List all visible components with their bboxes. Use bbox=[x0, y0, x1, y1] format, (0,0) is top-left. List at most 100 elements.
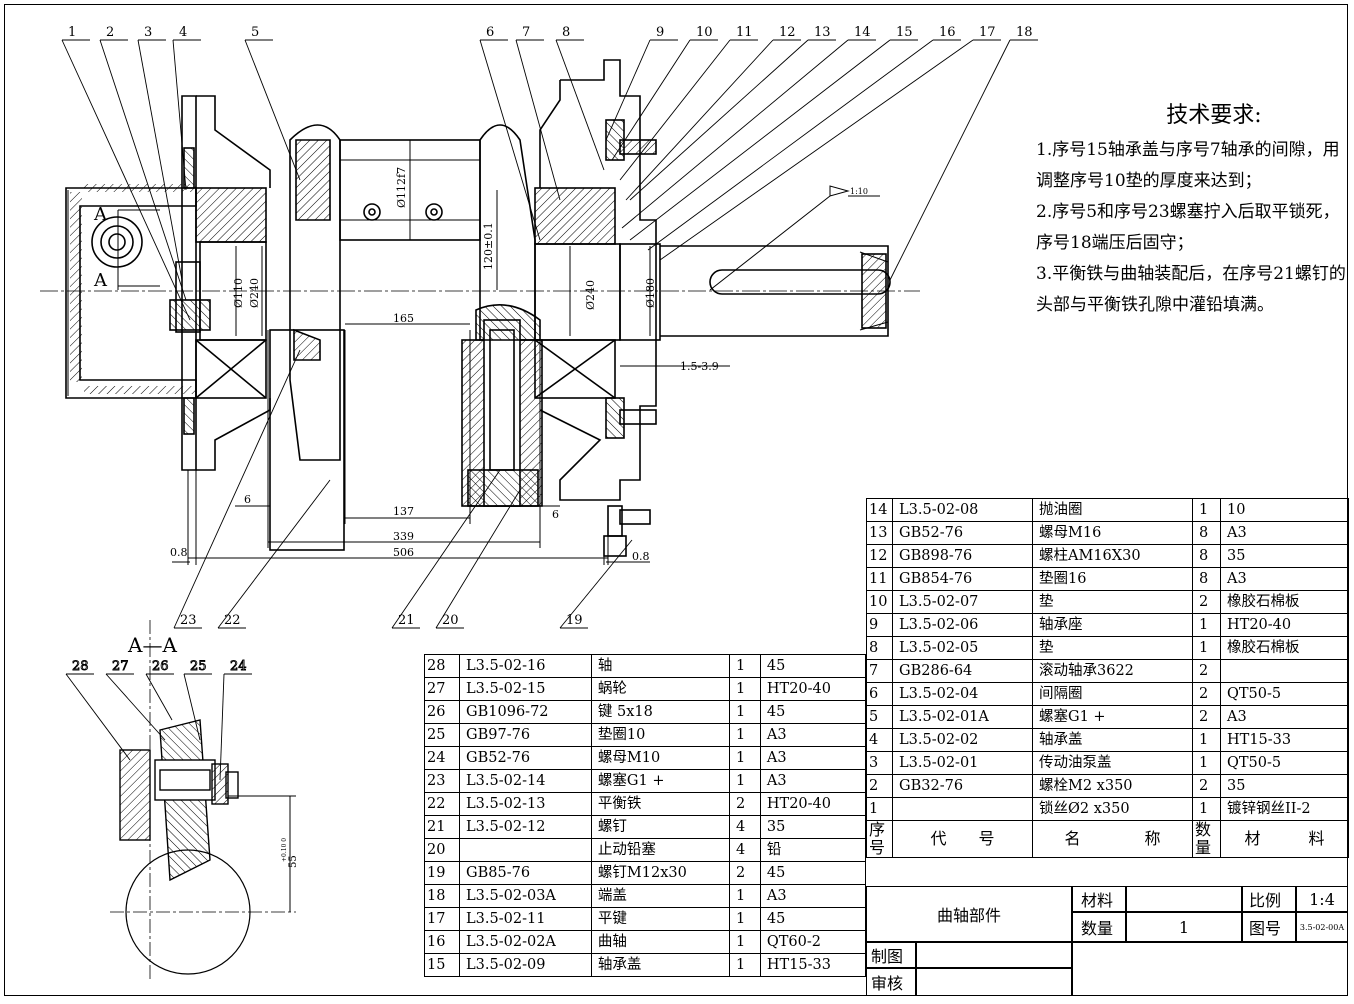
section-callout-leader-line bbox=[65, 673, 131, 761]
tech-item-1: 1.序号15轴承盖与序号7轴承的间隙，用调整序号10垫的厚度来达到； bbox=[1036, 140, 1340, 191]
bom-cell-no: 19 bbox=[423, 861, 461, 885]
section-callout-leader-line bbox=[183, 673, 201, 741]
dim-137: 137 bbox=[393, 505, 414, 518]
bom-header-qty: 数量 bbox=[1192, 820, 1221, 858]
bom-cell-mat: 镀锌钢丝II-2 bbox=[1220, 797, 1349, 821]
bom-cell-code: L3.5-02-02A bbox=[459, 930, 592, 954]
callout-leader-line bbox=[244, 39, 301, 181]
bom-cell-code: GB898-76 bbox=[892, 544, 1033, 568]
dim-120: 120±0.1 bbox=[482, 222, 495, 270]
callout-leader-line bbox=[629, 39, 809, 201]
bom-cell-name: 平键 bbox=[590, 907, 730, 931]
bom-cell-no: 7 bbox=[866, 659, 893, 683]
bom-cell-name: 螺塞G1 + bbox=[590, 769, 730, 793]
bom-cell-qty: 1 bbox=[728, 677, 761, 701]
callout-label-12: 12 bbox=[779, 25, 796, 40]
bom-cell-no: 13 bbox=[866, 521, 893, 545]
bom-cell-no: 17 bbox=[423, 907, 461, 931]
bom-cell-qty: 4 bbox=[728, 815, 761, 839]
bom-cell-no: 14 bbox=[866, 498, 893, 522]
bom-cell-name: 间隔圈 bbox=[1032, 682, 1193, 706]
callout-label-17: 17 bbox=[979, 25, 996, 40]
bom-cell-mat: 45 bbox=[759, 700, 867, 724]
bom-cell-qty: 2 bbox=[1192, 590, 1221, 614]
bom-cell-mat: A3 bbox=[759, 746, 867, 770]
bom-cell-no: 2 bbox=[866, 774, 893, 798]
bom-cell-qty: 1 bbox=[1192, 728, 1221, 752]
bom-header-no: 序号 bbox=[866, 820, 893, 858]
section-mark-bottom: A bbox=[93, 270, 108, 291]
callout-leader-line bbox=[435, 489, 521, 629]
bom-cell-qty: 8 bbox=[1192, 521, 1221, 545]
bom-cell-code: L3.5-02-03A bbox=[459, 884, 592, 908]
bom-cell-mat: 45 bbox=[759, 861, 867, 885]
bom-cell-no: 23 bbox=[423, 769, 461, 793]
callout-leader-line bbox=[611, 39, 691, 161]
bom-cell-code: GB286-64 bbox=[892, 659, 1033, 683]
dim-1-5-3-9: 1.5-3.9 bbox=[680, 360, 719, 373]
drawn-value bbox=[916, 942, 1072, 968]
bom-cell-qty: 2 bbox=[1192, 659, 1221, 683]
callout-leader-line bbox=[515, 39, 561, 201]
bom-cell-code bbox=[892, 797, 1033, 821]
bom-cell-no: 1 bbox=[866, 797, 893, 821]
bom-header-name: 名 称 bbox=[1032, 820, 1193, 858]
bom-cell-no: 3 bbox=[866, 751, 893, 775]
bom-cell-code: GB1096-72 bbox=[459, 700, 592, 724]
dim-d112: Ø112f7 bbox=[395, 167, 408, 208]
bom-cell-no: 25 bbox=[423, 723, 461, 747]
callout-leader-line bbox=[391, 469, 501, 629]
scale-value: 1:4 bbox=[1296, 886, 1348, 912]
section-callout-label-27: 27 bbox=[112, 659, 129, 674]
bom-cell-mat: QT50-5 bbox=[1220, 751, 1349, 775]
bom-cell-mat: 35 bbox=[759, 815, 867, 839]
callout-label-10: 10 bbox=[696, 25, 713, 40]
bom-cell-qty: 8 bbox=[1192, 567, 1221, 591]
bom-cell-name: 滚动轴承3622 bbox=[1032, 659, 1193, 683]
tech-item-3: 3.平衡铁与曲轴装配后，在序号21螺钉的头部与平衡铁孔隙中灌铅填满。 bbox=[1036, 264, 1346, 315]
callout-leader-line bbox=[647, 39, 934, 251]
callout-label-16: 16 bbox=[939, 25, 956, 40]
bom-cell-name: 轴 bbox=[590, 654, 730, 678]
bom-cell-name: 抛油圈 bbox=[1032, 498, 1193, 522]
bom-cell-mat: 橡胶石棉板 bbox=[1220, 590, 1349, 614]
bom-cell-code: L3.5-02-11 bbox=[459, 907, 592, 931]
bom-cell-name: 螺母M16 bbox=[1032, 521, 1193, 545]
bom-cell-code: GB97-76 bbox=[459, 723, 592, 747]
drawn-label: 制图 bbox=[866, 942, 916, 968]
scale-label: 比例 bbox=[1242, 886, 1296, 912]
callout-label-22: 22 bbox=[224, 613, 241, 628]
bom-cell-no: 21 bbox=[423, 815, 461, 839]
callout-label-9: 9 bbox=[656, 25, 664, 40]
bom-cell-mat: A3 bbox=[1220, 705, 1349, 729]
bom-cell-code: L3.5-02-14 bbox=[459, 769, 592, 793]
bom-cell-mat: HT20-40 bbox=[1220, 613, 1349, 637]
callout-label-5: 5 bbox=[251, 25, 259, 40]
bom-cell-name: 平衡铁 bbox=[590, 792, 730, 816]
callout-label-19: 19 bbox=[566, 613, 583, 628]
bom-cell-no: 18 bbox=[423, 884, 461, 908]
bom-cell-name: 螺塞G1 + bbox=[1032, 705, 1193, 729]
bom-cell-code: L3.5-02-15 bbox=[459, 677, 592, 701]
bom-cell-mat: A3 bbox=[1220, 567, 1349, 591]
dim-6-right: 6 bbox=[552, 508, 559, 521]
bom-cell-qty: 1 bbox=[728, 953, 761, 977]
callout-leader-line bbox=[61, 39, 191, 321]
bom-cell-qty: 1 bbox=[1192, 636, 1221, 660]
bom-cell-mat: A3 bbox=[759, 723, 867, 747]
qty-label: 数量 bbox=[1072, 912, 1126, 942]
bom-cell-qty: 1 bbox=[728, 700, 761, 724]
title-block: 曲轴部件 材料 比例 1:4 数量 1 图号 3.5-02-00A 制图 审核 bbox=[866, 886, 1348, 996]
bom-header-code: 代 号 bbox=[892, 820, 1033, 858]
bom-cell-name: 轴承座 bbox=[1032, 613, 1193, 637]
callout-leader-line bbox=[173, 349, 301, 629]
bom-cell-no: 6 bbox=[866, 682, 893, 706]
